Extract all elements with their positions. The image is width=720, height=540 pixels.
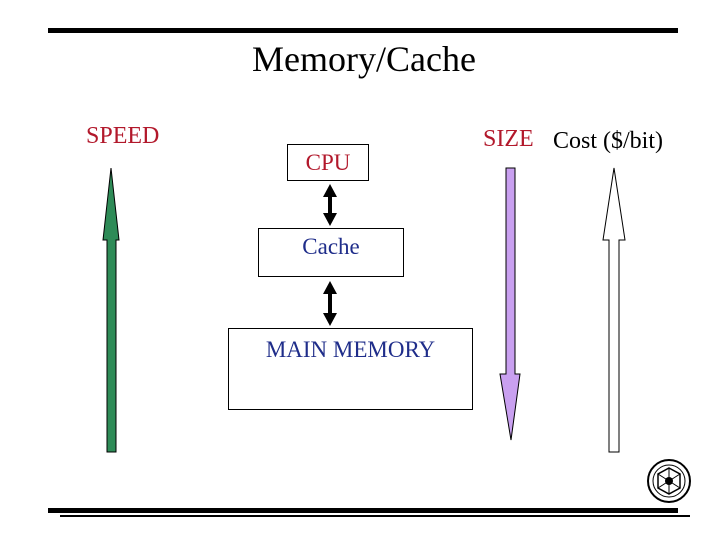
- main-memory-box: MAIN MEMORY: [228, 328, 473, 410]
- size-arrow: [499, 167, 521, 441]
- bottom-rule: [48, 508, 678, 513]
- university-seal-icon: [647, 459, 691, 503]
- cpu-box: CPU: [287, 144, 369, 181]
- bottom-rule-thin: [60, 515, 690, 517]
- cache-box: Cache: [258, 228, 404, 277]
- cost-arrow: [602, 167, 626, 453]
- speed-arrow: [102, 167, 120, 453]
- size-label: SIZE: [483, 126, 534, 152]
- top-rule: [48, 28, 678, 33]
- cpu-cache-link-arrow: [323, 184, 337, 226]
- cost-label: Cost ($/bit): [553, 128, 664, 154]
- speed-label: SPEED: [86, 123, 160, 149]
- slide-title: Memory/Cache: [252, 39, 476, 79]
- cache-memory-link-arrow: [323, 281, 337, 326]
